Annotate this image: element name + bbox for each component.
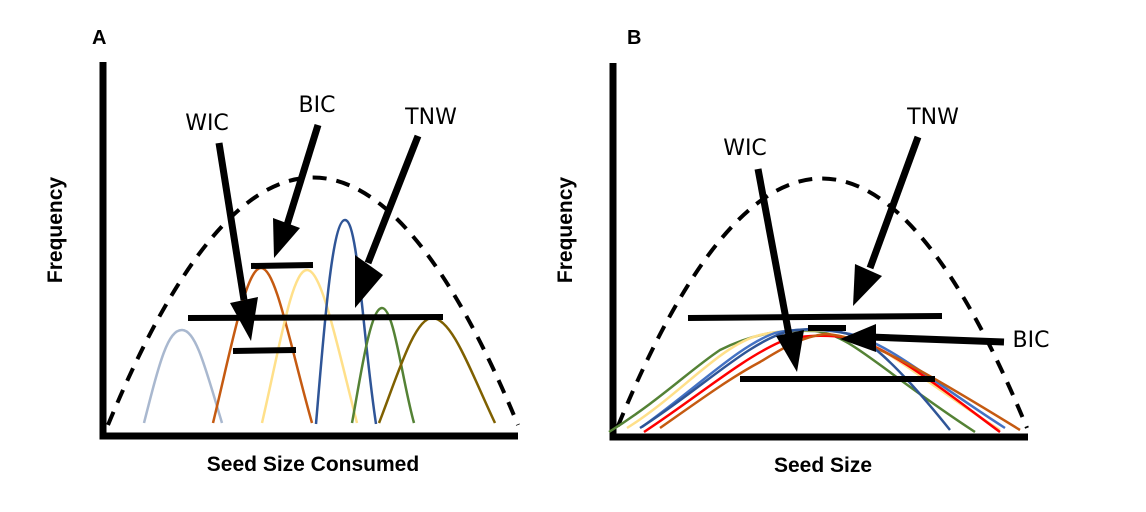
- panel-b-y-axis-label: Frequency: [554, 177, 577, 284]
- panel-a-population-niche-curve: [106, 175, 520, 426]
- panel-b-tnw-label: TNW: [906, 105, 959, 130]
- panel-b-bic-arrow: [840, 324, 1005, 352]
- panel-a-wic-arrow: [215, 142, 258, 341]
- panel-b-bic-label: BIC: [1013, 328, 1050, 353]
- panel-a-bic-arrow: [273, 123, 322, 258]
- panel-a-individual-curve: [142, 328, 224, 424]
- panel-b: B Frequency Seed Size WIC TNW BIC: [554, 27, 1049, 477]
- panel-a-axes: [99, 62, 518, 440]
- panel-b-axes: [609, 63, 1028, 441]
- panel-a-individual-curve: [211, 266, 314, 424]
- panel-b-letter: B: [627, 27, 641, 49]
- panel-a-y-axis-label: Frequency: [44, 177, 67, 284]
- panel-a-tnw-arrow: [355, 134, 422, 308]
- panel-a-individual-curve: [377, 316, 497, 424]
- panel-a-individual-curves: [142, 218, 497, 425]
- panel-b-tnw-arrow: [853, 135, 922, 306]
- panel-a-x-axis-label: Seed Size Consumed: [207, 453, 419, 476]
- panel-a-individual-curve: [314, 218, 378, 425]
- panel-b-x-axis-label: Seed Size: [774, 454, 872, 477]
- panel-a-bic-label: BIC: [299, 93, 336, 118]
- panel-a-individual-curve: [260, 268, 359, 424]
- panel-b-wic-arrow: [754, 168, 804, 372]
- panel-a-wic-label: WIC: [185, 111, 229, 136]
- panel-b-wic-label: WIC: [723, 136, 767, 161]
- panel-a-bic-bar: [250, 262, 314, 269]
- panel-a-wic-bar: [232, 347, 297, 354]
- panel-a-individual-curve: [350, 306, 416, 424]
- panel-a-tnw-bar: [187, 314, 444, 321]
- panel-a-tnw-label: TNW: [404, 105, 457, 130]
- panel-b-individual-curve: [659, 332, 1021, 432]
- panel-b-tnw-bar: [687, 313, 943, 321]
- panel-a: A Frequency Seed Size Consumed WIC BIC T…: [44, 27, 520, 476]
- panel-a-letter: A: [92, 27, 106, 49]
- panel-b-population-niche-curve: [616, 176, 1029, 429]
